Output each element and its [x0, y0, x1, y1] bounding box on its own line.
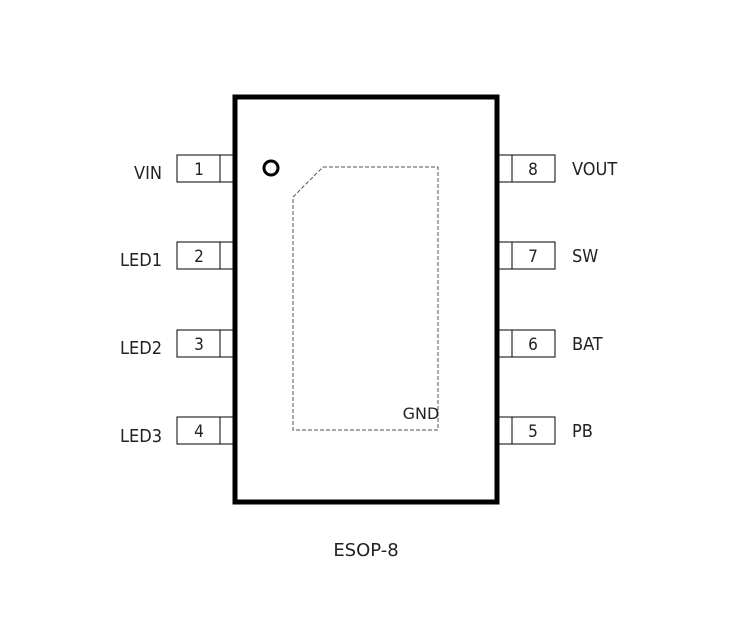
- pin-number: 8: [528, 160, 538, 180]
- pin-5: 5 PB: [496, 416, 593, 445]
- pin-box: [176, 241, 236, 270]
- pin-4: 4 LED3: [120, 416, 236, 447]
- pin-8: 8 VOUT: [496, 154, 617, 183]
- pin-label: SW: [572, 246, 598, 267]
- pin-number: 2: [194, 247, 204, 267]
- exposed-pad-outline: [292, 166, 439, 431]
- pin-3: 3 LED2: [120, 329, 236, 359]
- exposed-pad-label: GND: [403, 404, 440, 423]
- pin-6: 6 BAT: [496, 329, 603, 358]
- pin-box: [176, 416, 236, 445]
- pin-box: [496, 154, 556, 183]
- pin-number: 3: [194, 335, 204, 355]
- pin-label: PB: [572, 421, 593, 442]
- pin-number: 6: [528, 335, 538, 355]
- pin1-indicator-icon: [262, 159, 280, 177]
- pin-label: BAT: [572, 334, 603, 355]
- pin-number: 4: [194, 422, 204, 442]
- pin-2: 2 LED1: [120, 241, 236, 271]
- pin-box: [176, 329, 236, 358]
- pin-7: 7 SW: [496, 241, 598, 270]
- pin-label: VIN: [134, 163, 162, 184]
- pin-label: LED2: [120, 338, 162, 359]
- pin-number: 1: [194, 160, 204, 180]
- chip-body: [232, 94, 500, 505]
- pin-box: [496, 241, 556, 270]
- pin-box: [496, 329, 556, 358]
- pin-label: LED1: [120, 250, 162, 271]
- package-label: ESOP-8: [333, 540, 398, 561]
- pin-1: 1 VIN: [134, 154, 236, 184]
- pin-label: LED3: [120, 426, 162, 447]
- pin-number: 5: [528, 422, 538, 442]
- pin-box: [496, 416, 556, 445]
- pin-number: 7: [528, 247, 538, 267]
- pin-label: VOUT: [572, 159, 617, 180]
- pin-box: [176, 154, 236, 183]
